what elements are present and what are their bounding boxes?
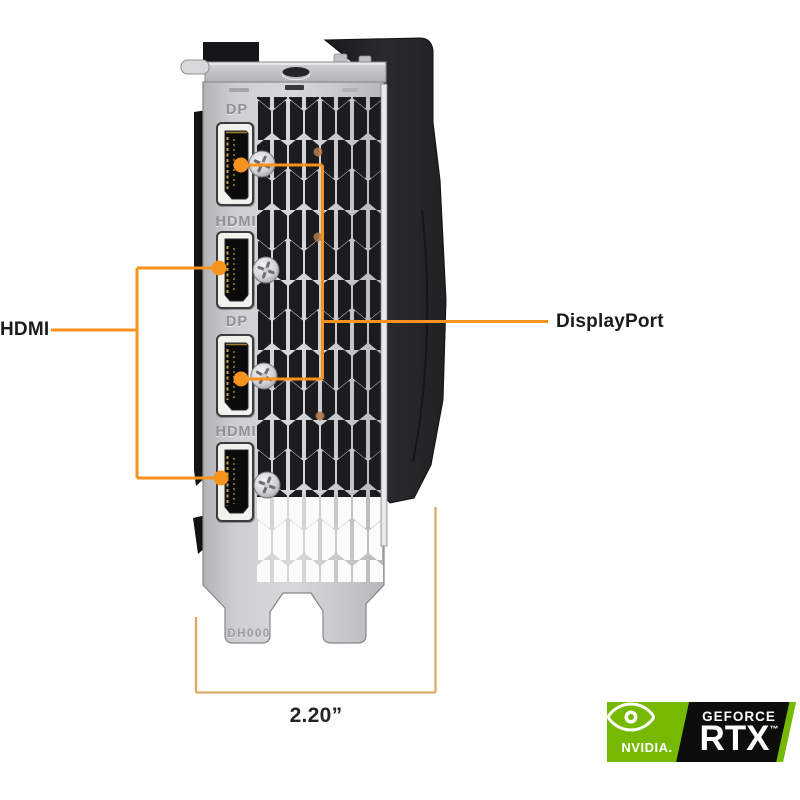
bracket-tab	[180, 59, 210, 75]
displayport-callout-label: DisplayPort	[556, 311, 664, 332]
nvidia-wordmark: NVIDIA.	[621, 740, 673, 755]
displayport-callout-dot	[233, 371, 249, 387]
screw-icon	[253, 471, 281, 499]
nvidia-badge: NVIDIA. GEFORCE RTX™	[607, 702, 797, 762]
displayport-callout	[233, 157, 548, 387]
displayport-callout-dot	[233, 157, 249, 173]
dimension-label: 2.20”	[289, 704, 343, 727]
cooler-seam	[412, 209, 429, 463]
port-label-hdmi-1: HDMI	[215, 214, 256, 230]
hdmi-port-1	[216, 231, 255, 310]
hdmi-callout-dot	[211, 260, 227, 276]
nvidia-eye-icon	[607, 702, 655, 732]
rtx-label: RTX™	[693, 719, 785, 759]
heatpipe-glint	[313, 147, 323, 157]
fold-highlight	[206, 62, 385, 65]
port-label-dp-1: DP	[226, 102, 248, 118]
hdmi-callout-dot	[213, 470, 229, 486]
port-opening	[224, 238, 249, 302]
emboss-dash	[285, 85, 304, 90]
port-label-hdmi-2: HDMI	[215, 424, 256, 440]
vent-grille-light	[257, 497, 383, 582]
emboss-dash	[342, 88, 358, 92]
trademark-symbol: ™	[769, 724, 779, 734]
bracket-code: DH000	[227, 628, 270, 640]
vent-grille-dark	[257, 97, 383, 497]
hdmi-callout-label: HDMI	[0, 319, 50, 340]
geforce-label: GEFORCE	[702, 709, 776, 724]
heatpipe-glint	[315, 411, 325, 421]
displayport-callout-lines	[241, 163, 548, 381]
hdmi-callout	[51, 260, 229, 486]
rtx-text: RTX	[699, 719, 770, 758]
screw-slot	[282, 67, 310, 77]
heatpipe-glint	[313, 232, 323, 242]
bracket-right-fold	[380, 83, 388, 547]
badge-black-panel	[676, 702, 790, 762]
dimension-lines	[194, 507, 437, 694]
bracket-top-fold	[180, 53, 387, 92]
hdmi-callout-lines	[51, 266, 221, 480]
emboss-dash	[229, 88, 249, 92]
port-opening	[224, 449, 249, 514]
port-label-dp-2: DP	[226, 314, 248, 330]
vent-grille	[257, 97, 383, 582]
screw-icon	[250, 362, 278, 390]
hdmi-port-2	[216, 442, 255, 523]
screw-icon	[252, 256, 280, 284]
